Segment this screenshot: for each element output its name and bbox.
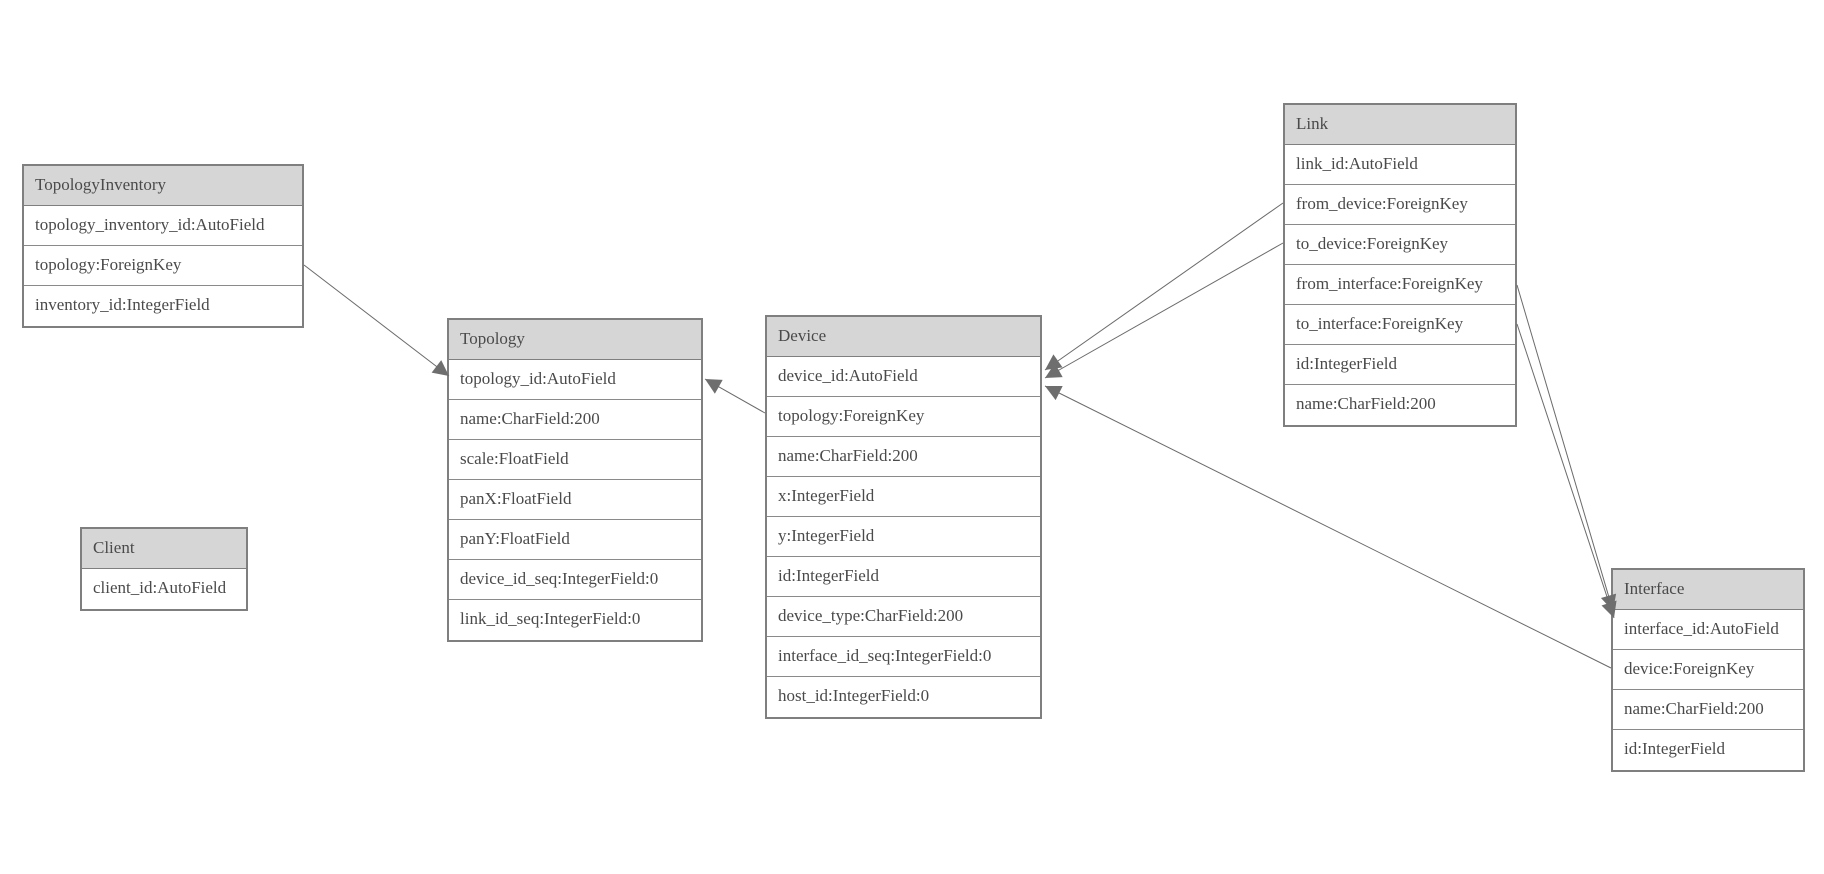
entity-title-link: Link [1285, 105, 1515, 145]
edge-link-to-interface [1516, 323, 1617, 619]
field-row: topology_inventory_id:AutoField [24, 206, 302, 246]
field-row: host_id:IntegerField:0 [767, 677, 1040, 717]
edge-interface-device [1044, 385, 1612, 669]
field-row: name:CharField:200 [767, 437, 1040, 477]
edge-device-topology [704, 378, 766, 414]
field-row: device_type:CharField:200 [767, 597, 1040, 637]
field-row: panX:FloatField [449, 480, 701, 520]
edge-link-to-device [1044, 242, 1284, 379]
field-row: device_id:AutoField [767, 357, 1040, 397]
entity-title-device: Device [767, 317, 1040, 357]
edge-link-from-interface [1516, 284, 1617, 612]
field-row: to_device:ForeignKey [1285, 225, 1515, 265]
field-row: client_id:AutoField [82, 569, 246, 609]
field-row: to_interface:ForeignKey [1285, 305, 1515, 345]
field-row: topology:ForeignKey [767, 397, 1040, 437]
field-row: scale:FloatField [449, 440, 701, 480]
field-row: id:IntegerField [1285, 345, 1515, 385]
field-row: interface_id:AutoField [1613, 610, 1803, 650]
field-row: name:CharField:200 [1613, 690, 1803, 730]
edge-topologyinventory-topology [303, 264, 450, 377]
entity-title-client: Client [82, 529, 246, 569]
field-row: name:CharField:200 [1285, 385, 1515, 425]
field-row: inventory_id:IntegerField [24, 286, 302, 326]
field-row: x:IntegerField [767, 477, 1040, 517]
entity-title-topology-inventory: TopologyInventory [24, 166, 302, 206]
field-row: id:IntegerField [767, 557, 1040, 597]
field-row: panY:FloatField [449, 520, 701, 560]
entity-title-interface: Interface [1613, 570, 1803, 610]
entity-title-topology: Topology [449, 320, 701, 360]
field-row: link_id_seq:IntegerField:0 [449, 600, 701, 640]
field-row: link_id:AutoField [1285, 145, 1515, 185]
edge-link-from-device [1044, 202, 1284, 371]
field-row: y:IntegerField [767, 517, 1040, 557]
field-row: interface_id_seq:IntegerField:0 [767, 637, 1040, 677]
field-row: id:IntegerField [1613, 730, 1803, 770]
field-row: from_device:ForeignKey [1285, 185, 1515, 225]
field-row: topology_id:AutoField [449, 360, 701, 400]
field-row: device_id_seq:IntegerField:0 [449, 560, 701, 600]
field-row: name:CharField:200 [449, 400, 701, 440]
field-row: device:ForeignKey [1613, 650, 1803, 690]
field-row: from_interface:ForeignKey [1285, 265, 1515, 305]
field-row: topology:ForeignKey [24, 246, 302, 286]
